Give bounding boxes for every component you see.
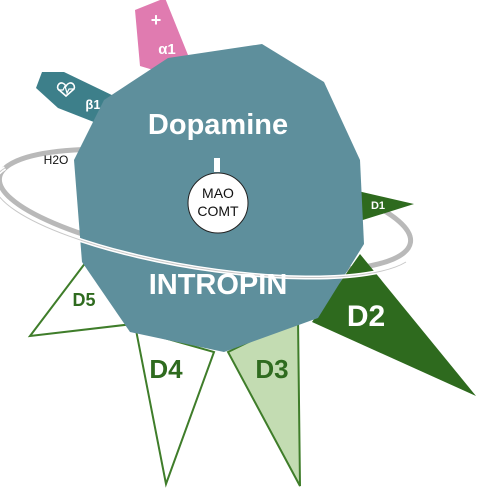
d5-label: D5 <box>72 290 95 310</box>
solubility-label: H2O <box>44 153 69 167</box>
metabolism-line1: MAO <box>202 185 234 201</box>
solubility-ring-front-shadow <box>0 167 407 279</box>
drug-name: Dopamine <box>148 109 288 141</box>
heart-icon <box>56 82 76 98</box>
drug-brand-name: INTROPIN <box>149 269 288 301</box>
alpha1-label: α1 <box>158 41 176 58</box>
d4-label: D4 <box>149 354 183 384</box>
d2-spike <box>312 254 476 396</box>
d1-spike <box>350 188 414 224</box>
receptor-beta1: β1 <box>36 72 118 126</box>
beta1-tag <box>36 72 118 126</box>
d3-label: D3 <box>255 354 288 384</box>
metabolism-line2: COMT <box>197 203 239 219</box>
alpha1-tag <box>135 0 188 72</box>
d1-label: D1 <box>371 200 385 212</box>
receptor-d4: D4 <box>134 328 216 488</box>
metabolism-indicator: MAO COMT <box>187 158 249 234</box>
d2-label: D2 <box>347 300 385 333</box>
alpha1-plus-symbol: + <box>151 10 162 30</box>
receptor-alpha1: + α1 <box>135 0 188 72</box>
metabolism-badge <box>187 172 249 234</box>
beta1-label: β1 <box>85 97 100 112</box>
metabolism-stem <box>214 158 220 172</box>
